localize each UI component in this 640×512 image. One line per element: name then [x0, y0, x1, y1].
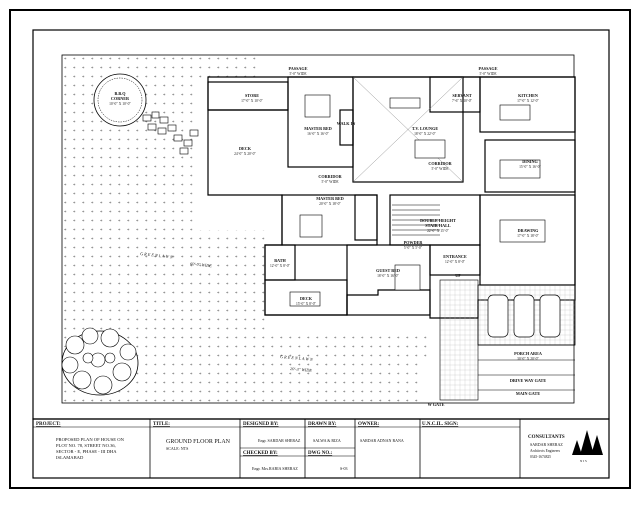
room-bbq-dim: 10'-0" X 10'-0" [109, 102, 131, 106]
title-value: GROUND FLOOR PLAN [166, 439, 231, 445]
room-master1-dim: 16'-0" X 16'-0" [307, 132, 329, 136]
project-line-1: PROPOSED PLAN OF HOUSE ON [56, 437, 125, 442]
room-guestbed-name: GUEST BED [376, 268, 400, 273]
room-porch-dim: 30'-0" X 20'-0" [517, 357, 539, 361]
room-drawing-name: DRAWING [518, 228, 539, 233]
title-block: PROJECT: PROPOSED PLAN OF HOUSE ON PLOT … [32, 418, 610, 479]
room-servant-name: SERVANT [452, 93, 472, 98]
room-up-name: UP [455, 273, 461, 278]
room-master2-dim: 20'-0" X 18'-0" [319, 202, 341, 206]
bbq-corner [93, 73, 147, 127]
room-entrance-name: ENTRANCE [443, 254, 467, 259]
room-corridor2-name: CORRIDOR [428, 161, 452, 166]
room-dhstair-dim: 22'-0" X 15'-0" [427, 229, 449, 233]
drawn-label: DRAWN BY: [308, 422, 337, 427]
room-bath-dim: 12'-0" X 8'-0" [270, 264, 291, 268]
room-passage1-name: PASSAGE [288, 66, 307, 71]
room-dhstair-name: DOUBLE HEIGHT [420, 218, 456, 223]
room-deck-dim: 24'-0" X 20'-0" [234, 152, 256, 156]
room-drivegate-name: DRIVE WAY GATE [510, 378, 547, 383]
designed-label: DESIGNED BY: [243, 422, 279, 427]
stepping-stones [142, 111, 199, 155]
consultants-line-2: Architects Engineers [530, 449, 561, 453]
consultants-line-3: 0345-1674825 [530, 455, 551, 459]
room-walkin-name: WALK IN [337, 121, 356, 126]
room-tvlounge-name: T.V. LOUNGE [412, 126, 438, 131]
lawn-label-1: G R E E N L A W N [140, 251, 173, 259]
project-line-3: SECTOR - E, PHASE - III DHA [56, 449, 117, 455]
room-deck2-dim: 15'-0" X 8'-0" [296, 302, 317, 306]
owner-label: OWNER: [358, 422, 379, 427]
project-line-4: ISLAMABAD [56, 455, 84, 460]
room-powder-dim: 5'-0" X 5'-0" [404, 246, 423, 250]
furniture [289, 94, 546, 307]
room-corridor1-name: CORRIDOR [318, 174, 342, 179]
room-bbq-sub: CORNER [111, 96, 130, 101]
designed-value: Engr. SARDAR SHERAZ [258, 438, 301, 443]
room-bbq-name: B.B.Q [115, 91, 127, 96]
room-maingate-name: MAIN GATE [516, 391, 540, 396]
consultant-logo [572, 430, 603, 455]
room-dining-dim: 15'-0" X 16'-0" [519, 165, 541, 169]
project-label: PROJECT: [36, 422, 61, 427]
dwg-label: DWG NO.: [308, 451, 333, 456]
room-bath-name: BATH [274, 258, 286, 263]
room-corridor1-dim: 5'-0" WIDE [321, 180, 339, 184]
green-lawn-area [62, 55, 430, 403]
lawn-dim-1: 60'-0" WIDE [190, 261, 213, 268]
room-wgate-name: W GATE [428, 402, 445, 407]
staircase [392, 204, 440, 236]
lawn-label-2: G R E E N L A W N [280, 354, 313, 362]
lawn-dim-2: 20'-3" WIDE [290, 366, 313, 373]
room-deck2-name: DECK [300, 296, 313, 301]
shrub-garden [61, 327, 139, 396]
room-drawing-dim: 17'-0" X 18'-0" [517, 234, 539, 238]
room-kitchen-name: KITCHEN [518, 93, 538, 98]
drawn-value: SALWA & RIZA [313, 438, 341, 443]
room-passage2-dim: 5'-0" WIDE [479, 72, 497, 76]
project-line-2: PLOT NO. 78, STREET NO.36, [56, 443, 116, 449]
room-store-name: STORE [245, 93, 259, 98]
porch-area [439, 279, 576, 401]
room-powder-name: POWDER [404, 240, 424, 245]
room-passage1-dim: 5'-0" WIDE [289, 72, 307, 76]
consultants-title: CONSULTANTS [528, 435, 565, 440]
room-kitchen-dim: 17'-0" X 12'-0" [517, 99, 539, 103]
checked-label: CHECKED BY: [243, 451, 278, 456]
room-porch-name: PORCH AREA [514, 351, 542, 356]
room-entrance-dim: 12'-0" X 8'-0" [445, 260, 466, 264]
room-dhstair-sub: STAIR HALL [425, 223, 451, 228]
room-tvlounge-dim: 18'-0" X 22'-0" [414, 132, 436, 136]
consultants-line-1: SARDAR SHERAZ [530, 442, 563, 447]
room-store-dim: 17'-0" X 10'-0" [241, 99, 263, 103]
room-guestbed-dim: 18'-0" X 16'-0" [377, 274, 399, 278]
room-master1-name: MASTER BED [304, 126, 332, 131]
uncil-sign-label: U.N.C.IL. SIGN: [422, 422, 459, 427]
logo-caption: N I S [580, 459, 587, 463]
room-deck-name: DECK [239, 146, 252, 151]
room-servant-dim: 7'-6" X 10'-0" [452, 99, 473, 103]
tv-lounge-hatch [352, 76, 464, 183]
checked-value: Engr. Mrs.RABIA SHERAZ [252, 466, 298, 471]
scale-value: SCALE: NTS [166, 446, 188, 451]
owner-value: SARDAR ADNAN RANA [360, 438, 404, 443]
room-master2-name: MASTER BED [316, 196, 344, 201]
title-label: TITLE: [153, 422, 170, 427]
room-dining-name: DINING [522, 159, 538, 164]
sheet-border-outer [9, 9, 631, 489]
dwg-value: S-03 [340, 466, 348, 471]
room-passage2-name: PASSAGE [478, 66, 497, 71]
room-corridor2-dim: 5'-0" WIDE [431, 167, 449, 171]
